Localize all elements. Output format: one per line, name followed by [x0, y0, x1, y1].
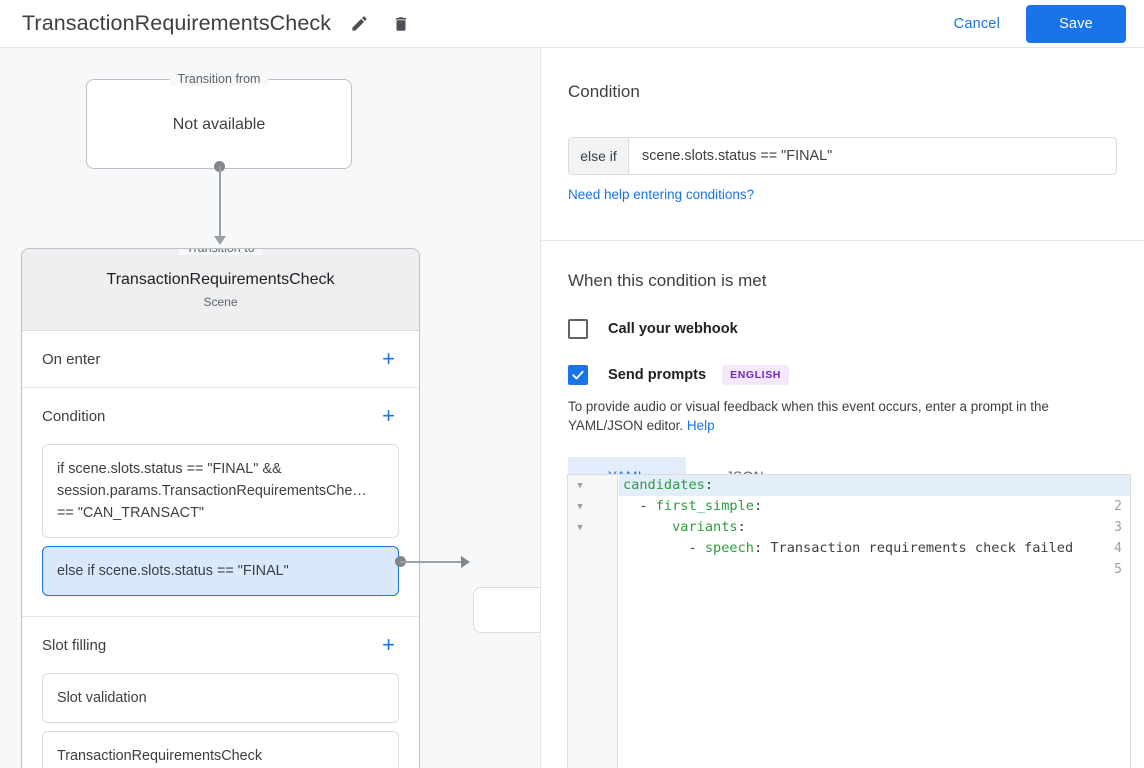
section-on-enter: On enter + [22, 331, 419, 388]
condition-help-link[interactable]: Need help entering conditions? [568, 187, 755, 202]
editor-line[interactable]: - speech: Transaction requirements check… [623, 540, 1074, 556]
editor-code-content[interactable]: candidates: - first_simple: variants: - … [619, 475, 1130, 768]
save-button[interactable]: Save [1026, 4, 1126, 43]
condition-input-row[interactable]: else if [568, 137, 1117, 175]
transition-to-legend: Transition to [178, 249, 263, 255]
add-on-enter-button[interactable]: + [382, 346, 395, 371]
slot-filling-item[interactable]: Slot validation [42, 673, 399, 723]
target-node[interactable] [473, 587, 540, 633]
top-bar: TransactionRequirementsCheck Cancel Save [0, 0, 1144, 48]
webhook-checkbox-row[interactable]: Call your webhook [568, 319, 1117, 339]
fold-arrow-icon[interactable]: ▼ [577, 480, 583, 491]
fold-arrow-icon[interactable]: ▼ [577, 501, 583, 512]
add-condition-button[interactable]: + [382, 403, 395, 428]
section-divider [541, 240, 1144, 241]
transition-from-value: Not available [172, 116, 266, 133]
prompts-help-link[interactable]: Help [686, 418, 715, 433]
scene-subtitle: Scene [203, 294, 238, 309]
condition-heading: Condition [568, 82, 640, 101]
section-on-enter-head: On enter + [42, 331, 399, 387]
pencil-icon[interactable] [345, 10, 373, 38]
page-title: TransactionRequirementsCheck [22, 11, 332, 35]
panel-divider [540, 48, 541, 768]
when-met-section: When this condition is met Call your web… [541, 241, 1144, 495]
editor-line-number: 3 [1114, 520, 1122, 535]
editor-line[interactable]: variants: [672, 519, 746, 535]
condition-prefix-label: else if [569, 138, 629, 174]
check-icon [572, 370, 584, 380]
webhook-label: Call your webhook [608, 321, 738, 337]
trash-icon[interactable] [387, 10, 415, 38]
section-slot-filling-head: Slot filling + [42, 617, 399, 673]
webhook-checkbox[interactable] [568, 319, 588, 339]
editor-gutter [568, 475, 618, 768]
editor-line-number: 4 [1114, 541, 1122, 556]
yaml-editor[interactable]: ▼1▼2▼345 candidates: - first_simple: var… [567, 474, 1131, 768]
slot-filling-item[interactable]: TransactionRequirementsCheck [42, 731, 399, 768]
condition-item[interactable]: if scene.slots.status == "FINAL" && sess… [42, 444, 399, 538]
editor-line-number: 5 [1114, 562, 1122, 577]
condition-item-selected[interactable]: else if scene.slots.status == "FINAL" [42, 546, 399, 596]
send-prompts-label: Send prompts [608, 367, 707, 383]
editor-line[interactable]: - first_simple: [623, 498, 763, 514]
section-condition-head: Condition + [42, 388, 399, 444]
flow-canvas[interactable]: Transition from Not available Transition… [0, 48, 540, 768]
prompts-description-text: To provide audio or visual feedback when… [568, 399, 1049, 433]
scene-header: TransactionRequirementsCheck Scene [22, 249, 419, 331]
transition-from-node[interactable]: Transition from Not available [86, 72, 352, 169]
transition-to-node[interactable]: Transition to TransactionRequirementsChe… [21, 248, 420, 768]
connector-line-horizontal [400, 561, 464, 563]
section-condition: Condition + if scene.slots.status == "FI… [22, 388, 419, 617]
editor-line[interactable] [619, 559, 1130, 580]
send-prompts-checkbox[interactable] [568, 365, 588, 385]
condition-section: Condition else if Need help entering con… [541, 48, 1144, 204]
language-badge: ENGLISH [722, 365, 789, 385]
send-prompts-checkbox-row[interactable]: Send prompts ENGLISH [568, 365, 1117, 385]
connector-arrow-down [214, 236, 226, 245]
cancel-button[interactable]: Cancel [944, 8, 1010, 40]
connector-line-vertical [219, 166, 221, 239]
editor-line[interactable]: candidates: [619, 475, 1130, 496]
section-on-enter-title: On enter [42, 350, 101, 368]
fold-arrow-icon[interactable]: ▼ [577, 522, 583, 533]
section-condition-title: Condition [42, 407, 106, 425]
when-met-heading: When this condition is met [568, 271, 767, 290]
add-slot-filling-button[interactable]: + [382, 632, 395, 657]
section-slot-filling: Slot filling + Slot validation Transacti… [22, 617, 419, 768]
transition-from-legend: Transition from [169, 72, 269, 86]
scene-title: TransactionRequirementsCheck [106, 270, 335, 288]
connector-arrow-right [461, 556, 470, 568]
editor-line-number: 2 [1114, 499, 1122, 514]
section-slot-filling-title: Slot filling [42, 636, 107, 654]
prompts-description: To provide audio or visual feedback when… [568, 397, 1117, 435]
condition-input[interactable] [629, 138, 1116, 174]
